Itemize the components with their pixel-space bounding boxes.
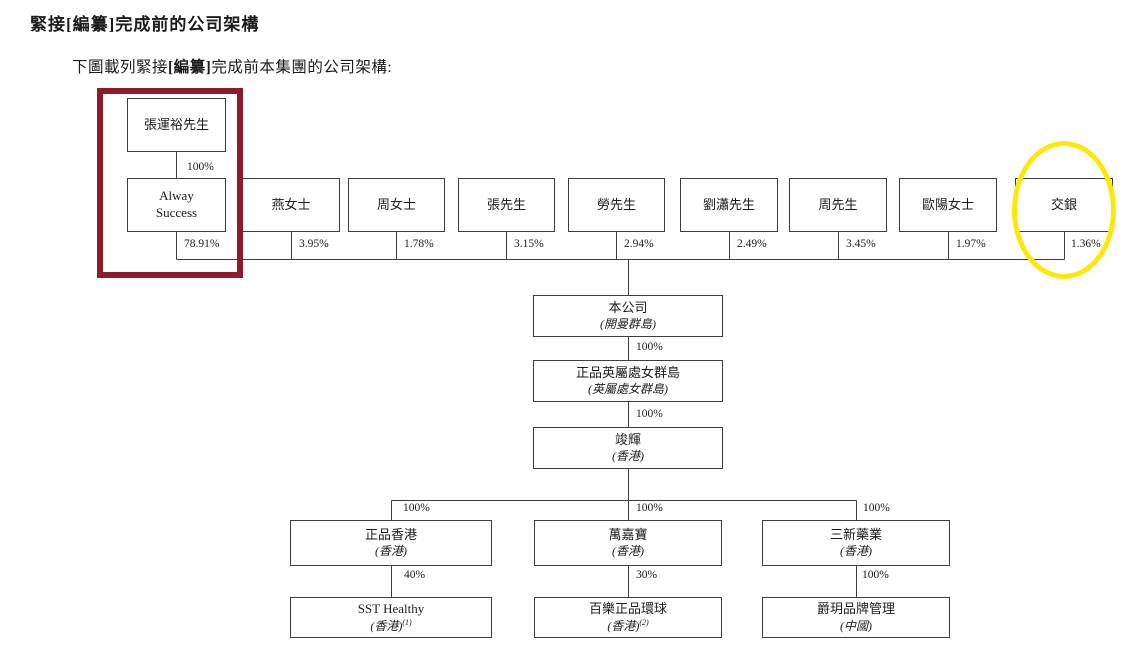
entity-name: 張先生 xyxy=(486,196,526,212)
ownership-pct-label: 3.15% xyxy=(514,238,544,250)
entity-box-ms-yan: 燕女士 xyxy=(242,178,340,232)
ownership-pct-label: 100% xyxy=(187,161,214,173)
entity-jurisdiction: (香港)(1) xyxy=(370,618,411,633)
entity-name: 周女士 xyxy=(376,196,416,212)
entity-jurisdiction: (香港) xyxy=(612,449,644,464)
entity-jurisdiction: (香港) xyxy=(375,544,407,559)
entity-name: 歐陽女士 xyxy=(921,196,974,212)
entity-box-zhengpin-hk: 正品香港 (香港) xyxy=(290,520,492,566)
entity-name: 三新藥業 xyxy=(829,527,882,543)
ownership-pct-label: 3.45% xyxy=(846,238,876,250)
entity-name: 爵玥品牌管理 xyxy=(816,601,895,617)
ownership-pct-label: 100% xyxy=(636,408,663,420)
footnote-ref: (2) xyxy=(639,618,649,628)
entity-name: 正品英屬處女群島 xyxy=(575,365,680,381)
ownership-pct-label: 78.91% xyxy=(184,238,220,250)
entity-name: 勞先生 xyxy=(596,196,636,212)
ownership-pct-label: 30% xyxy=(636,569,658,581)
ownership-pct-label: 1.97% xyxy=(956,238,986,250)
entity-name: 張運裕先生 xyxy=(143,116,209,132)
ownership-pct-label: 100% xyxy=(636,502,663,514)
ownership-pct-label: 3.95% xyxy=(299,238,329,250)
entity-jurisdiction: (開曼群島) xyxy=(600,317,656,332)
jurisdiction-text: (香港) xyxy=(370,619,403,634)
entity-jurisdiction: (香港) xyxy=(840,544,872,559)
ownership-pct-label: 100% xyxy=(636,341,663,353)
ownership-pct-label: 2.94% xyxy=(624,238,654,250)
entity-jurisdiction: (香港)(2) xyxy=(607,618,648,633)
ownership-pct-label: 100% xyxy=(862,569,889,581)
entity-name: 竣輝 xyxy=(614,432,641,448)
ownership-pct-label: 100% xyxy=(403,502,430,514)
entity-box-mr-lao: 勞先生 xyxy=(568,178,665,232)
entity-box-ms-ouyang: 歐陽女士 xyxy=(899,178,997,232)
entity-box-mr-liuxiao: 劉瀟先生 xyxy=(680,178,778,232)
entity-name: SST Healthy xyxy=(357,601,425,617)
ownership-pct-label: 1.78% xyxy=(404,238,434,250)
entity-box-sanxin: 三新藥業 (香港) xyxy=(762,520,950,566)
entity-box-mr-zhou: 周先生 xyxy=(789,178,887,232)
entity-name: 燕女士 xyxy=(271,196,311,212)
ownership-pct-label: 1.36% xyxy=(1071,238,1101,250)
entity-name: 周先生 xyxy=(818,196,858,212)
entity-jurisdiction: (英屬處女群島) xyxy=(588,382,668,397)
entity-box-wanjiabao: 萬嘉寶 (香港) xyxy=(534,520,722,566)
entity-box-founder: 張運裕先生 xyxy=(127,98,226,152)
entity-name: Alway Success xyxy=(155,188,198,220)
jurisdiction-text: (香港) xyxy=(607,619,640,634)
jurisdiction-text: (中國) xyxy=(840,619,872,634)
entity-box-sst-healthy: SST Healthy (香港)(1) xyxy=(290,597,492,638)
entity-name: 正品香港 xyxy=(364,527,417,543)
entity-box-mr-zhang: 張先生 xyxy=(458,178,555,232)
entity-box-junhui: 竣輝 (香港) xyxy=(533,427,723,469)
entity-box-alway-success: Alway Success xyxy=(127,178,226,232)
entity-name: 本公司 xyxy=(608,300,648,316)
intro-redacted: [編纂] xyxy=(168,59,212,76)
entity-jurisdiction: (香港) xyxy=(612,544,644,559)
ownership-pct-label: 2.49% xyxy=(737,238,767,250)
entity-box-baile-zhengpin: 百樂正品環球 (香港)(2) xyxy=(534,597,722,638)
ownership-pct-label: 100% xyxy=(863,502,890,514)
page-title: 緊接[編纂]完成前的公司架構 xyxy=(30,15,260,34)
entity-box-jiaoyin: 交銀 xyxy=(1015,178,1113,232)
entity-box-ms-zhou: 周女士 xyxy=(348,178,445,232)
ownership-pct-label: 40% xyxy=(404,569,426,581)
entity-box-jueyue: 爵玥品牌管理 (中國) xyxy=(762,597,950,638)
intro-prefix: 下圖載列緊接 xyxy=(72,59,169,76)
entity-box-zhengpin-bvi: 正品英屬處女群島 (英屬處女群島) xyxy=(533,360,723,402)
entity-jurisdiction: (中國) xyxy=(840,618,872,633)
entity-box-company: 本公司 (開曼群島) xyxy=(533,295,723,337)
entity-name: 交銀 xyxy=(1050,196,1077,212)
entity-name: 萬嘉寶 xyxy=(608,527,648,543)
footnote-ref: (1) xyxy=(402,618,412,628)
entity-name: 劉瀟先生 xyxy=(702,196,755,212)
entity-name: 百樂正品環球 xyxy=(588,601,667,617)
intro-suffix: 完成前本集團的公司架構: xyxy=(211,59,393,76)
intro-text: 下圖載列緊接[編纂]完成前本集團的公司架構: xyxy=(72,55,392,77)
